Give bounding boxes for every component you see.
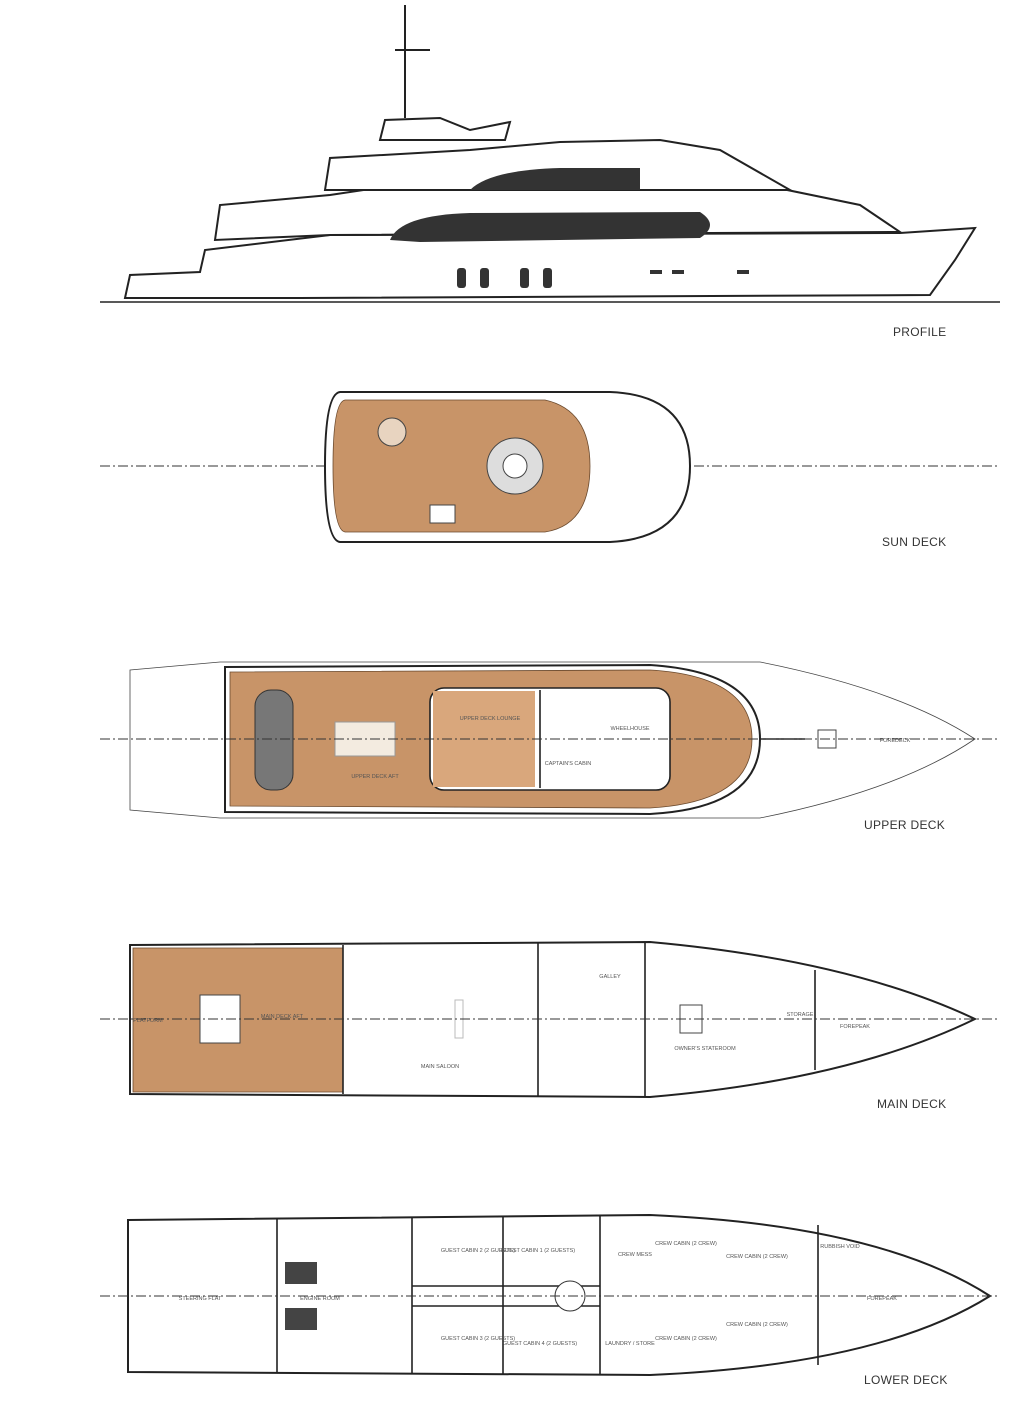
spiral-stair bbox=[377, 417, 407, 447]
room-main-saloon: MAIN SALOON bbox=[421, 1064, 459, 1070]
room-captains-cabin: CAPTAIN'S CABIN bbox=[545, 761, 592, 767]
lower-deck-bulkheads bbox=[276, 1216, 819, 1375]
room-guest-cabin-2: GUEST CABIN 2 (2 GUESTS) bbox=[441, 1248, 515, 1254]
sun-deck-bar bbox=[429, 504, 456, 524]
profile-portholes bbox=[457, 268, 749, 288]
room-crew-cabin: CREW CABIN (2 CREW) bbox=[655, 1336, 717, 1342]
engine-starboard bbox=[285, 1308, 317, 1330]
label-sun-deck: SUN DECK bbox=[882, 535, 946, 549]
profile-radar-arch bbox=[378, 116, 512, 141]
label-upper-deck: UPPER DECK bbox=[864, 818, 945, 832]
lower-deck-view: STEERING FLAT ENGINE ROOM GUEST CABIN 2 … bbox=[100, 1213, 1000, 1387]
room-foredeck: FOREDECK bbox=[880, 738, 911, 744]
label-profile: PROFILE bbox=[893, 325, 946, 339]
room-engine-room: ENGINE ROOM bbox=[300, 1296, 340, 1302]
upper-deck-main-hull-outline bbox=[129, 661, 976, 819]
room-crew-cabin: CREW CABIN (2 CREW) bbox=[726, 1254, 788, 1260]
room-forepeak: FOREPEAK bbox=[867, 1296, 897, 1302]
room-wheelhouse: WHEELHOUSE bbox=[610, 726, 649, 732]
profile-upper-windows bbox=[470, 168, 640, 190]
tender bbox=[254, 689, 294, 791]
profile-main-windows bbox=[390, 212, 710, 242]
room-forepeak: FOREPEAK bbox=[840, 1024, 870, 1030]
room-guest-cabin-4: GUEST CABIN 4 (2 GUESTS) bbox=[503, 1341, 577, 1347]
profile-upper-superstructure bbox=[323, 138, 794, 191]
room-crew-mess: CREW MESS bbox=[618, 1252, 652, 1258]
sun-deck-teak bbox=[332, 399, 591, 533]
profile-view: PROFILE bbox=[100, 5, 1000, 339]
room-guest-cabin-3: GUEST CABIN 3 (2 GUESTS) bbox=[441, 1336, 515, 1342]
label-lower-deck: LOWER DECK bbox=[864, 1373, 948, 1387]
room-laundry-store: LAUNDRY / STORE bbox=[605, 1341, 655, 1347]
room-rubbish-void: RUBBISH VOID bbox=[820, 1244, 859, 1250]
sun-deck-view: SUN DECK bbox=[100, 391, 1000, 549]
room-crew-cabin: CREW CABIN (2 CREW) bbox=[655, 1241, 717, 1247]
upper-deck-view: UPPER DECK AFT UPPER DECK LOUNGE WHEELHO… bbox=[100, 661, 1000, 832]
engine-port bbox=[285, 1262, 317, 1284]
main-deck-view: PLATFORM MAIN DECK AFT MAIN SALOON GALLE… bbox=[100, 940, 1000, 1111]
room-guest-cabin-1: GUEST CABIN 1 (2 GUESTS) bbox=[501, 1248, 575, 1254]
room-crew-cabin: CREW CABIN (2 CREW) bbox=[726, 1322, 788, 1328]
room-galley: GALLEY bbox=[599, 974, 621, 980]
room-upper-deck-aft: UPPER DECK AFT bbox=[351, 774, 399, 780]
room-platform: PLATFORM bbox=[133, 1018, 163, 1024]
room-main-deck-aft: MAIN DECK AFT bbox=[261, 1014, 304, 1020]
room-owners-stateroom: OWNER'S STATEROOM bbox=[674, 1046, 736, 1052]
room-steering-flat: STEERING FLAT bbox=[179, 1296, 222, 1302]
room-storage: STORAGE bbox=[787, 1012, 814, 1018]
label-main-deck: MAIN DECK bbox=[877, 1097, 946, 1111]
room-upper-deck-lounge: UPPER DECK LOUNGE bbox=[460, 716, 521, 722]
